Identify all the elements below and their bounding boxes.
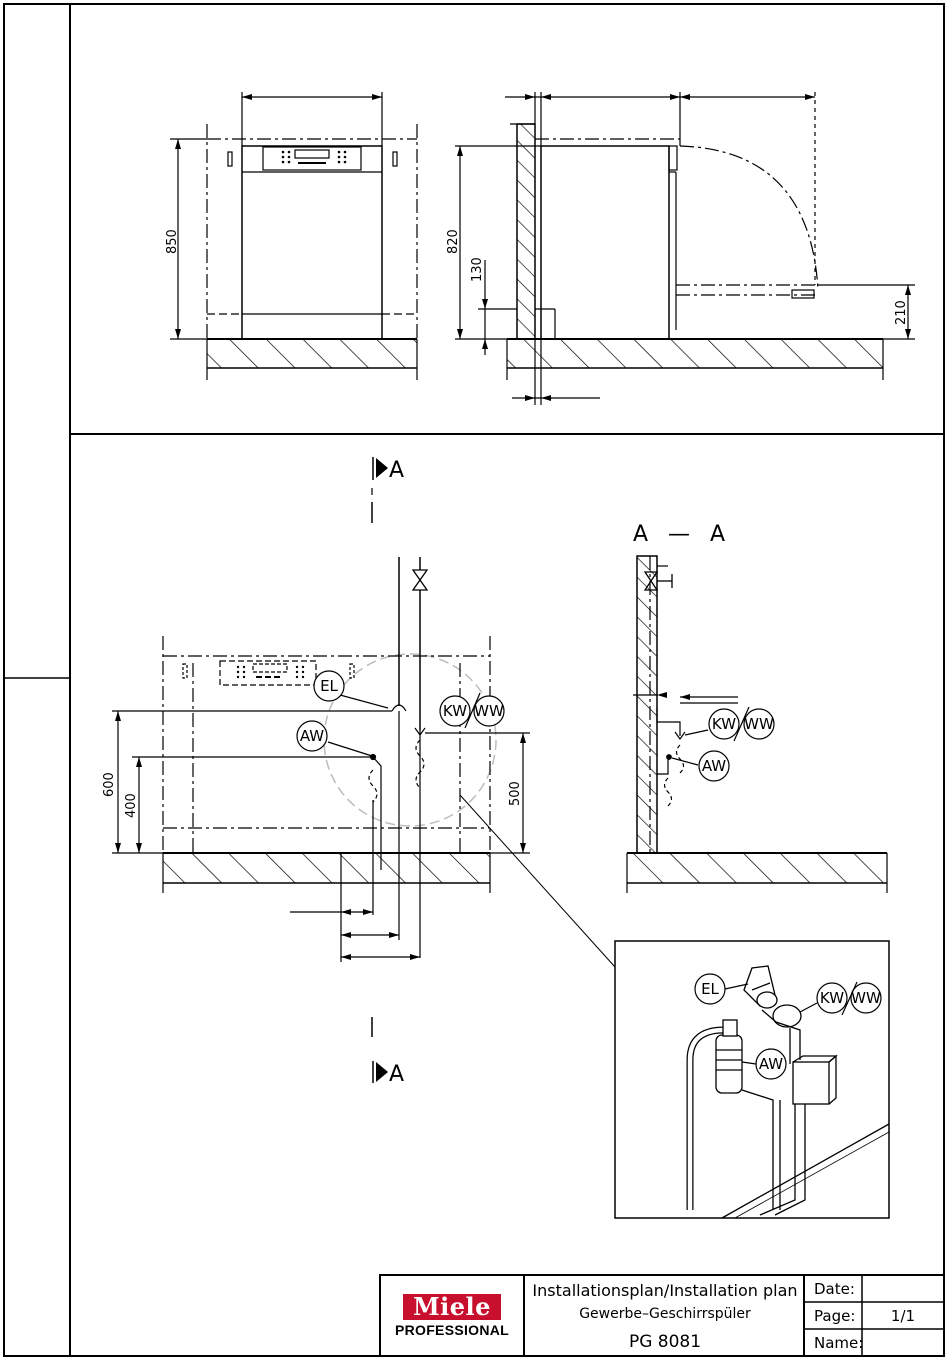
- plan-label-aw: AW: [300, 727, 324, 745]
- front-floor-hatch: [207, 339, 417, 368]
- front-view: [170, 92, 417, 380]
- detail-label-kw: KW: [820, 989, 844, 1007]
- detail-label-aw: AW: [759, 1055, 783, 1073]
- front-panel-dots: [282, 151, 347, 164]
- page-label: Page:: [804, 1302, 862, 1329]
- section-label-aw: AW: [702, 757, 726, 775]
- date-value: [862, 1275, 944, 1302]
- page-value: 1/1: [862, 1302, 944, 1329]
- name-value: [862, 1329, 944, 1356]
- section-title-right: A: [710, 522, 725, 547]
- miele-professional-logo: Miele PROFESSIONAL: [382, 1277, 522, 1355]
- section-floor-hatch: [627, 853, 887, 883]
- title-block: Miele PROFESSIONAL Installationsplan/Ins…: [380, 1275, 944, 1356]
- plan-dim-400: 400: [124, 793, 139, 818]
- side-dishwasher-body: [541, 146, 669, 339]
- plan-label-kw: KW: [443, 702, 467, 720]
- name-label: Name:: [804, 1329, 862, 1356]
- plan-label-ww: WW: [474, 702, 504, 720]
- detail-aqua-box: [793, 1062, 829, 1104]
- section-label-kw: KW: [712, 715, 736, 733]
- section-title-dash: —: [668, 522, 690, 547]
- detail-label-el: EL: [701, 980, 719, 998]
- side-wall-hatch: [517, 124, 535, 339]
- section-marker-bottom-label: A: [389, 1062, 404, 1087]
- side-dim-820: 820: [446, 229, 461, 254]
- detail-view: [615, 941, 889, 1218]
- side-dim-210: 210: [894, 300, 909, 325]
- side-floor-hatch: [507, 339, 883, 368]
- section-marker-top: [372, 457, 388, 523]
- plan-title: Installationsplan/Installation plan: [530, 1279, 800, 1301]
- plan-dim-500: 500: [508, 781, 523, 806]
- detail-drain-trap: [716, 1035, 742, 1093]
- sheet-frame: [4, 4, 944, 1356]
- model-number: PG 8081: [530, 1329, 800, 1355]
- section-wall-hatch: [637, 556, 657, 853]
- section-marker-bottom: [372, 1017, 388, 1083]
- section-title-left: A: [633, 522, 648, 547]
- plan-view: [112, 557, 615, 967]
- plan-label-el: EL: [320, 677, 338, 695]
- detail-label-ww: WW: [851, 989, 881, 1007]
- side-door-swing-arc: [680, 146, 818, 290]
- section-label-ww: WW: [744, 715, 774, 733]
- section-marker-top-label: A: [389, 458, 404, 483]
- logo-professional-text: PROFESSIONAL: [395, 1322, 509, 1338]
- date-label: Date:: [804, 1275, 862, 1302]
- plan-floor-hatch: [163, 853, 490, 883]
- side-view: [455, 92, 915, 405]
- plan-panel-dots: [237, 666, 304, 678]
- plan-dim-600: 600: [102, 772, 117, 797]
- front-dishwasher-body: [242, 146, 382, 339]
- side-dim-130: 130: [470, 257, 485, 282]
- plan-subtitle: Gewerbe–Geschirrspüler: [530, 1304, 800, 1324]
- front-dim-850: 850: [165, 229, 180, 254]
- miele-logo-wordmark: Miele: [403, 1294, 501, 1320]
